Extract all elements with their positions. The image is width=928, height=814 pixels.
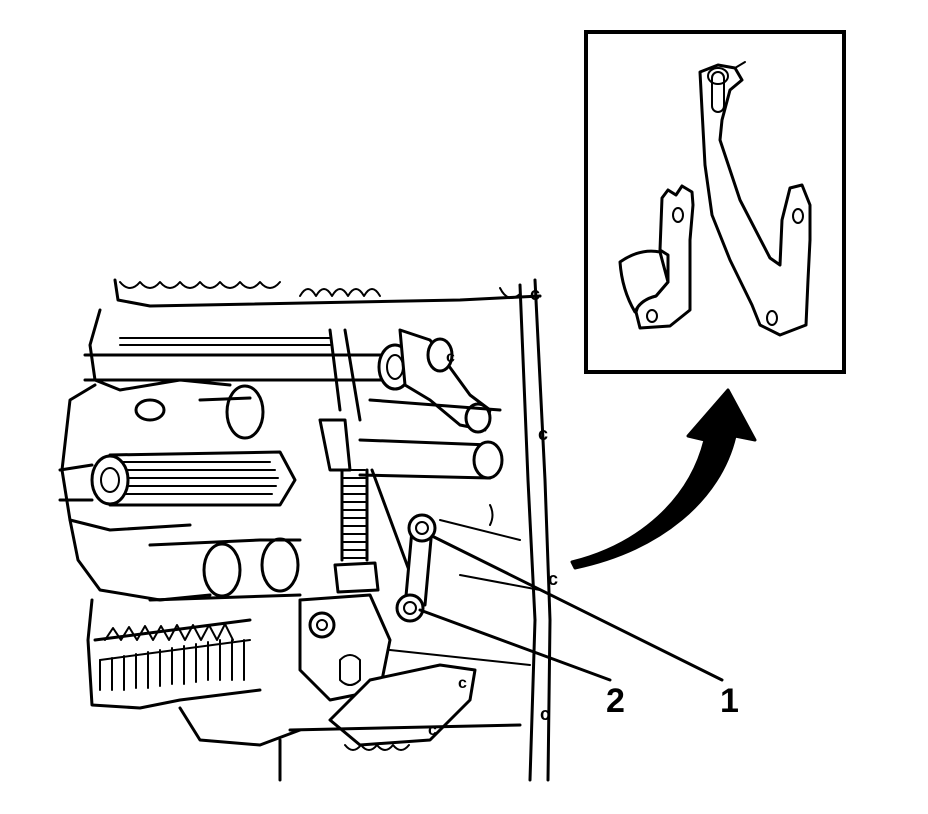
callout-leaders bbox=[418, 534, 724, 682]
callout-label-2: 2 bbox=[606, 682, 625, 720]
leader-line-1 bbox=[430, 534, 724, 682]
callout-labels: 1 2 bbox=[606, 682, 739, 720]
small-bracket bbox=[618, 184, 695, 330]
svg-text:c: c bbox=[458, 675, 467, 692]
bolt-lower bbox=[395, 593, 425, 623]
inset-box bbox=[584, 30, 846, 374]
bolt-upper bbox=[407, 513, 437, 543]
leader-line-2 bbox=[418, 608, 612, 682]
svg-text:c: c bbox=[428, 722, 437, 739]
svg-text:c: c bbox=[446, 349, 455, 366]
svg-text:c: c bbox=[530, 284, 540, 304]
engine-transmission-assembly: c c c c c bbox=[58, 278, 558, 782]
svg-text:c: c bbox=[540, 704, 550, 724]
callout-label-1: 1 bbox=[720, 682, 739, 720]
svg-text:c: c bbox=[538, 424, 548, 444]
svg-text:c: c bbox=[548, 569, 558, 589]
curved-arrow bbox=[570, 388, 757, 570]
long-bracket bbox=[698, 61, 812, 337]
